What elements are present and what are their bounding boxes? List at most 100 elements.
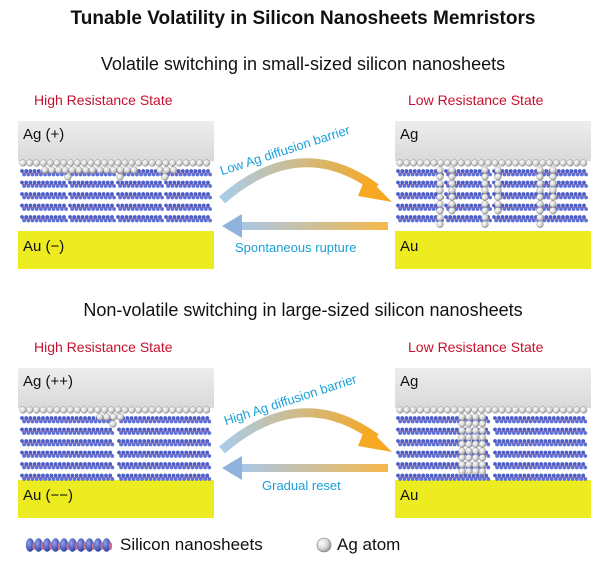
- silicon-atom: [456, 215, 461, 219]
- silicon-atom: [530, 416, 535, 420]
- silicon-atom: [45, 416, 50, 420]
- silicon-nanosheet: [116, 192, 165, 200]
- silicon-atom: [39, 419, 43, 424]
- silicon-atom: [438, 416, 442, 420]
- silicon-atom: [146, 473, 151, 478]
- silicon-atom: [508, 180, 513, 185]
- silicon-atom: [497, 439, 502, 443]
- silicon-atom: [166, 218, 171, 223]
- silicon-atom: [32, 192, 37, 196]
- silicon-atom: [120, 215, 125, 219]
- silicon-nanosheet: [20, 192, 68, 200]
- ag-atom: [494, 180, 502, 188]
- silicon-atom: [70, 416, 75, 420]
- silicon-atom: [55, 431, 60, 435]
- ag-atom: [46, 159, 54, 167]
- silicon-atom: [53, 473, 58, 478]
- ag-atom: [53, 159, 61, 167]
- silicon-atom: [36, 215, 41, 219]
- panel-2-left-state-label: High Resistance State: [34, 339, 173, 355]
- silicon-atom: [89, 203, 93, 208]
- silicon-atom: [127, 465, 132, 470]
- silicon-atom: [97, 419, 102, 424]
- silicon-atom: [396, 462, 400, 466]
- silicon-atom: [78, 218, 83, 223]
- silicon-atom: [454, 416, 459, 420]
- silicon-atom: [76, 538, 86, 552]
- silicon-atom: [161, 442, 166, 447]
- silicon-atom: [165, 454, 170, 458]
- silicon-atom: [66, 439, 71, 443]
- silicon-atom: [554, 454, 558, 458]
- silicon-atom: [201, 169, 206, 173]
- electrode-label: Au (−): [23, 238, 65, 255]
- silicon-atom: [511, 184, 515, 188]
- silicon-atom: [24, 473, 29, 478]
- ag-atom: [96, 413, 104, 421]
- silicon-atom: [91, 473, 96, 478]
- silicon-atom: [473, 192, 478, 196]
- silicon-nanosheet: [20, 450, 115, 458]
- silicon-atom: [425, 450, 430, 455]
- ag-atom: [450, 406, 459, 414]
- silicon-atom: [106, 431, 110, 435]
- silicon-atom: [421, 439, 426, 443]
- silicon-atom: [76, 431, 81, 435]
- silicon-atom: [524, 431, 529, 435]
- silicon-atom: [469, 169, 474, 173]
- silicon-atom: [493, 427, 497, 432]
- silicon-atom: [78, 473, 83, 478]
- silicon-atom: [108, 462, 113, 466]
- silicon-atom: [199, 442, 203, 447]
- silicon-atom: [478, 477, 482, 481]
- silicon-atom: [547, 473, 552, 478]
- silicon-atom: [563, 218, 567, 223]
- silicon-atom: [137, 192, 141, 196]
- silicon-atom: [552, 215, 557, 219]
- silicon-atom: [499, 419, 504, 424]
- silicon-atom: [81, 442, 85, 447]
- silicon-atom: [502, 207, 507, 211]
- silicon-atom: [508, 203, 513, 208]
- silicon-atom: [34, 431, 39, 435]
- silicon-atom: [121, 427, 126, 432]
- silicon-atom: [128, 215, 133, 219]
- silicon-atom: [438, 439, 442, 443]
- silicon-atom: [123, 431, 128, 435]
- silicon-atom: [517, 203, 522, 208]
- silicon-atom: [34, 195, 39, 200]
- silicon-atom: [32, 203, 37, 208]
- silicon-atom: [561, 203, 565, 208]
- silicon-atom: [145, 192, 150, 196]
- silicon-atom: [570, 465, 575, 470]
- silicon-atom: [190, 419, 195, 424]
- silicon-atom: [172, 180, 177, 185]
- ag-atom: [203, 406, 211, 414]
- silicon-atom: [91, 195, 95, 200]
- silicon-atom: [166, 207, 171, 211]
- silicon-atom: [165, 442, 170, 447]
- silicon-atom: [465, 192, 469, 196]
- ag-atom: [66, 406, 75, 414]
- silicon-atom: [471, 184, 476, 188]
- silicon-atom: [141, 180, 146, 185]
- silicon-atom: [164, 180, 168, 185]
- silicon-atom: [406, 172, 411, 177]
- silicon-atom: [30, 477, 35, 481]
- electrode-label: Au: [400, 238, 419, 255]
- silicon-atom: [433, 450, 438, 455]
- silicon-atom: [68, 431, 73, 435]
- silicon-atom: [495, 419, 499, 424]
- silicon-atom: [512, 419, 516, 424]
- silicon-atom: [537, 419, 541, 424]
- silicon-atom: [546, 218, 551, 223]
- silicon-atom: [425, 439, 430, 443]
- silicon-atom: [506, 172, 511, 177]
- silicon-atom: [101, 180, 106, 185]
- silicon-atom: [433, 416, 438, 420]
- silicon-atom: [131, 465, 136, 470]
- silicon-atom: [49, 192, 54, 196]
- silicon-atom: [404, 473, 409, 478]
- silicon-atom: [516, 465, 520, 470]
- silicon-atom: [157, 465, 161, 470]
